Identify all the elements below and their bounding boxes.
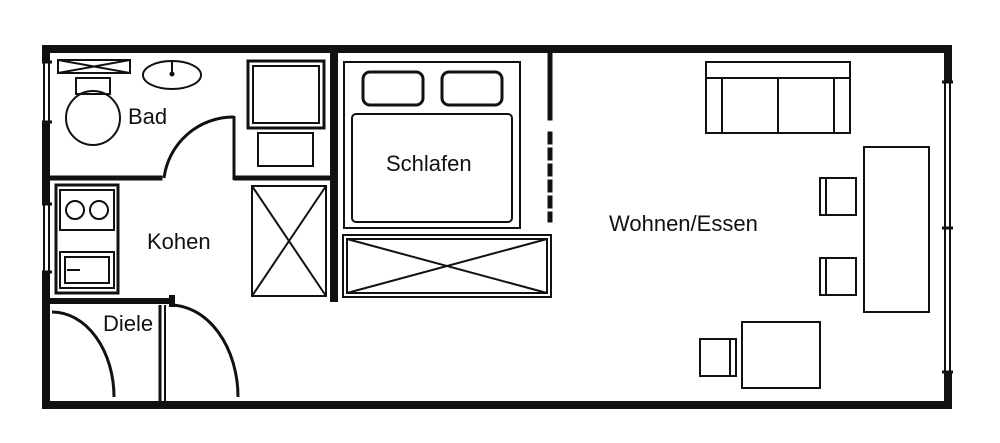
kitchen-sink-icon <box>59 251 115 289</box>
shower-icon <box>246 59 326 130</box>
hall-doors <box>51 303 240 401</box>
window-left-bath <box>42 60 52 124</box>
double-bed <box>343 61 521 229</box>
bath-door <box>162 115 236 180</box>
kitchen-fixtures <box>54 183 120 295</box>
room-label-kitchen: Kohen <box>147 229 211 254</box>
stove-icon <box>65 200 109 220</box>
room-label-hall: Diele <box>103 311 153 336</box>
room-label-bedroom: Schlafen <box>386 151 472 176</box>
window-left-kitchen <box>42 202 52 274</box>
room-label-bath: Bad <box>128 104 167 129</box>
sofa-icon <box>705 61 851 134</box>
room-label-living: Wohnen/Essen <box>609 211 758 236</box>
interior-walls <box>47 49 553 307</box>
bath-fixtures <box>57 59 326 167</box>
bedroom-wardrobe <box>342 234 552 298</box>
window-right <box>942 80 953 374</box>
kitchen-wardrobe <box>251 185 327 297</box>
toilet-icon <box>65 77 121 146</box>
dining-table <box>819 146 930 313</box>
sink-icon <box>142 60 202 90</box>
side-table <box>699 321 821 389</box>
